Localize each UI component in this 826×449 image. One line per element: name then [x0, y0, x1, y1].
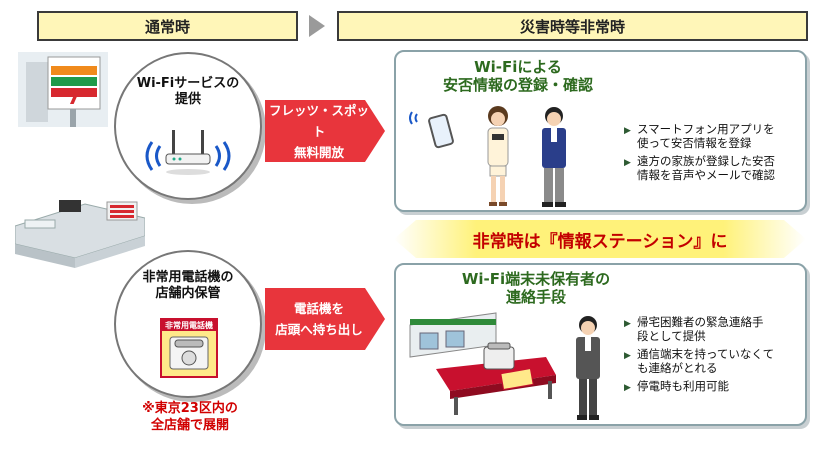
store-counter-icon — [15, 200, 145, 268]
storefront-phone-table-icon — [409, 312, 556, 415]
telephone-icon — [169, 336, 209, 370]
triangle-bullet-icon: ▶ — [624, 383, 631, 393]
phone-arrow-shape — [265, 288, 385, 350]
phone-circle-title-line1: 非常用電話機の — [142, 270, 234, 285]
info-station-banner: 非常時は『情報ステーション』に — [394, 220, 806, 258]
phone-box-label: 非常用電話機 — [162, 320, 216, 331]
wifi-service-circle: Wi-Fiサービスの 提供 — [114, 52, 262, 200]
man-on-phone-icon — [576, 316, 600, 420]
smartphone-icon — [409, 111, 454, 149]
woman-with-phone-icon — [487, 106, 509, 206]
wifi-arrow-line1: フレッツ・スポット — [268, 102, 369, 139]
wifi-router-icon — [145, 130, 231, 175]
phone-bullet-list: ▶ 帰宅困難者の緊急連絡手 段として提供 ▶ 通信端末を持っていなくて も連絡が… — [624, 315, 804, 397]
triangle-bullet-icon: ▶ — [624, 126, 631, 136]
store-sign-icon: 7 — [18, 52, 108, 127]
note-line1: ※東京23区内の — [142, 401, 238, 416]
list-item: ▶ 通信端末を持っていなくて も連絡がとれる — [624, 347, 775, 375]
list-item: ▶ 停電時も利用可能 — [624, 379, 729, 393]
header-arrow-icon — [309, 15, 325, 37]
tokyo-note: ※東京23区内の 全店舗で展開 — [110, 400, 270, 434]
phone-arrow-line1: 電話機を — [293, 301, 344, 316]
emergency-phone-box: 非常用電話機 — [160, 318, 218, 378]
svg-text:7: 7 — [67, 85, 81, 109]
wifi-panel-title-line1: Wi-Fiによる — [474, 58, 562, 76]
note-line2: 全店舗で展開 — [150, 418, 229, 433]
list-item: ▶ スマートフォン用アプリを 使って安否情報を登録 — [624, 122, 775, 150]
phone-storage-circle: 非常用電話機の 店舗内保管 非常用電話機 — [114, 250, 262, 398]
wifi-circle-title-line1: Wi-Fiサービスの — [136, 76, 240, 91]
phone-arrow-label: 電話機を 店頭へ持ち出し — [265, 288, 373, 350]
wifi-circle-title-line2: 提供 — [174, 92, 201, 107]
triangle-bullet-icon: ▶ — [624, 158, 631, 168]
info-station-banner-shape — [394, 220, 806, 258]
wifi-bullet-list: ▶ スマートフォン用アプリを 使って安否情報を登録 ▶ 遠方の家族が登録した安否… — [624, 122, 804, 186]
wifi-arrow-label: フレッツ・スポット 無料開放 — [265, 100, 373, 162]
wifi-safety-panel: Wi-Fiによる 安否情報の登録・確認 ▶ スマートフォン用アプリを 使って安否… — [394, 50, 807, 212]
list-item: ▶ 遠方の家族が登録した安否 情報を音声やメールで確認 — [624, 154, 775, 182]
header-disaster: 災害時等非常時 — [337, 11, 808, 41]
triangle-bullet-icon: ▶ — [624, 319, 631, 329]
header-disaster-label: 災害時等非常時 — [519, 17, 625, 36]
phone-arrow-line2: 店頭へ持ち出し — [275, 322, 363, 337]
header-normal: 通常時 — [37, 11, 298, 41]
wifi-arrow-line2: 無料開放 — [293, 144, 344, 160]
triangle-bullet-icon: ▶ — [624, 351, 631, 361]
list-item: ▶ 帰宅困難者の緊急連絡手 段として提供 — [624, 315, 764, 343]
phone-panel-title-line2: 連絡手段 — [505, 288, 566, 306]
phone-panel-title-line1: Wi-Fi端末未保有者の — [461, 270, 611, 288]
header-normal-label: 通常時 — [144, 17, 190, 36]
man-with-phone-icon — [542, 107, 566, 207]
wifi-arrow-shape — [265, 100, 385, 162]
wifi-panel-title-line2: 安否情報の登録・確認 — [442, 76, 593, 94]
banner-text: 非常時は『情報ステーション』に — [472, 231, 728, 252]
phone-contact-panel: Wi-Fi端末未保有者の 連絡手段 ▶ 帰宅困難者の緊急連絡手 段として提供 ▶ — [394, 263, 807, 426]
phone-circle-title-line2: 店舗内保管 — [155, 286, 221, 301]
